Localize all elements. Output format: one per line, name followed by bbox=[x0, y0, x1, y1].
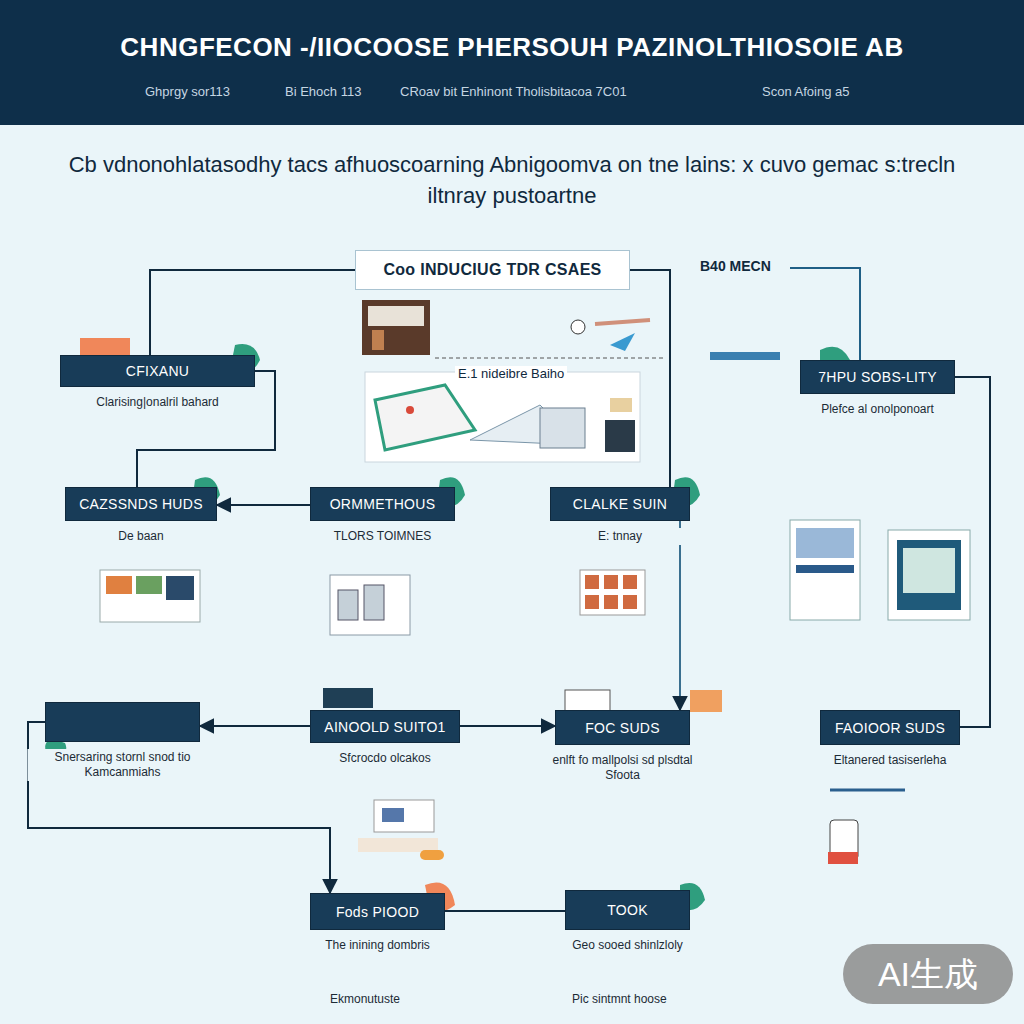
box-title: Fods PIOOD bbox=[328, 904, 427, 920]
box-caption: Plefce al onolponoart bbox=[782, 401, 973, 418]
illustration-top bbox=[362, 300, 780, 360]
connector bbox=[28, 722, 330, 893]
box-caption: De baan bbox=[47, 528, 235, 545]
process-box: ORMMETHOUSTLORS TOIMNES bbox=[310, 487, 455, 521]
box-title: CFIXANU bbox=[118, 363, 198, 379]
process-box: CAZSSNDS HUDSDe baan bbox=[65, 487, 217, 521]
header-note: Scon Afoing a5 bbox=[762, 84, 849, 99]
box-title: AINOOLD SUITO1 bbox=[316, 719, 453, 735]
note-label: E.1 nideibre Baiho bbox=[455, 366, 567, 381]
box-title: CLALKE SUIN bbox=[565, 496, 675, 512]
process-box: FOC SUDSenlft fo mallpolsi sd plsdtal Sf… bbox=[555, 710, 690, 745]
box-caption: Snersaring stornl snod tio Kamcanmiahs bbox=[27, 749, 218, 781]
box-title: CAZSSNDS HUDS bbox=[71, 496, 211, 512]
process-box: CLALKE SUINE: tnnay bbox=[550, 487, 690, 521]
header-note: Ghprgy sor113 bbox=[145, 84, 230, 99]
box-title: Coo INDUCIUG TDR CSAES bbox=[375, 261, 609, 279]
box-icons bbox=[45, 338, 850, 912]
note-label: B40 MECN bbox=[700, 258, 771, 274]
connector bbox=[630, 270, 670, 487]
connector bbox=[679, 521, 681, 710]
box-caption: The inining dombris bbox=[290, 937, 466, 954]
connector bbox=[137, 371, 275, 487]
connector bbox=[460, 725, 555, 727]
box-caption: TLORS TOIMNES bbox=[292, 528, 473, 545]
box-caption: Clarising|onalril bahard bbox=[42, 394, 273, 411]
process-box: 7HPU SOBS-LITYPlefce al onolponoart bbox=[800, 360, 955, 394]
box-caption: E: tnnay bbox=[532, 528, 708, 545]
illustration-center bbox=[365, 372, 640, 462]
diagram-title: CHNGFECON -/IIOCOOSE PHERSOUH PAZINOLTHI… bbox=[0, 32, 1024, 63]
header-box: Coo INDUCIUG TDR CSAES bbox=[355, 250, 630, 290]
process-box: CFIXANUClarising|onalril bahard bbox=[60, 355, 255, 387]
connector bbox=[150, 270, 355, 355]
box-title: FAOIOOR SUDS bbox=[827, 720, 953, 736]
box-title: ORMMETHOUS bbox=[322, 496, 444, 512]
process-box: FAOIOOR SUDSEltanered tasiserleha bbox=[820, 710, 960, 745]
connector bbox=[200, 725, 310, 727]
process-box: Snersaring stornl snod tio Kamcanmiahs bbox=[45, 702, 200, 742]
header-note: CRoav bit Enhinont Tholisbitacoa 7C01 bbox=[400, 84, 627, 99]
process-box: AINOOLD SUITO1Sfcrocdo olcakos bbox=[310, 710, 460, 743]
box-caption: enlft fo mallpolsi sd plsdtal Sfoota bbox=[535, 752, 711, 784]
connector bbox=[955, 377, 990, 727]
process-box: Fods PIOODThe inining dombris bbox=[310, 893, 445, 930]
note-label: Ekmonutuste bbox=[330, 992, 400, 1006]
box-caption: Eltanered tasiserleha bbox=[802, 752, 978, 769]
connector bbox=[445, 910, 565, 912]
box-title: FOC SUDS bbox=[577, 720, 668, 736]
box-caption: Geo sooed shinlzloly bbox=[540, 937, 716, 954]
header-note: Bi Ehoch 113 bbox=[285, 84, 361, 99]
connector bbox=[217, 504, 310, 506]
header-band: CHNGFECON -/IIOCOOSE PHERSOUH PAZINOLTHI… bbox=[0, 0, 1024, 125]
box-title: TOOK bbox=[599, 902, 656, 918]
box-caption: Sfcrocdo olcakos bbox=[292, 750, 478, 767]
box-title: 7HPU SOBS-LITY bbox=[810, 369, 945, 385]
watermark: AI生成 bbox=[843, 944, 1013, 1004]
process-box: TOOKGeo sooed shinlzloly bbox=[565, 890, 690, 930]
subtitle-text: Cb vdnonohlatasodhy tacs afhuoscoarning … bbox=[62, 150, 962, 212]
note-label: Pic sintmnt hoose bbox=[572, 992, 667, 1006]
